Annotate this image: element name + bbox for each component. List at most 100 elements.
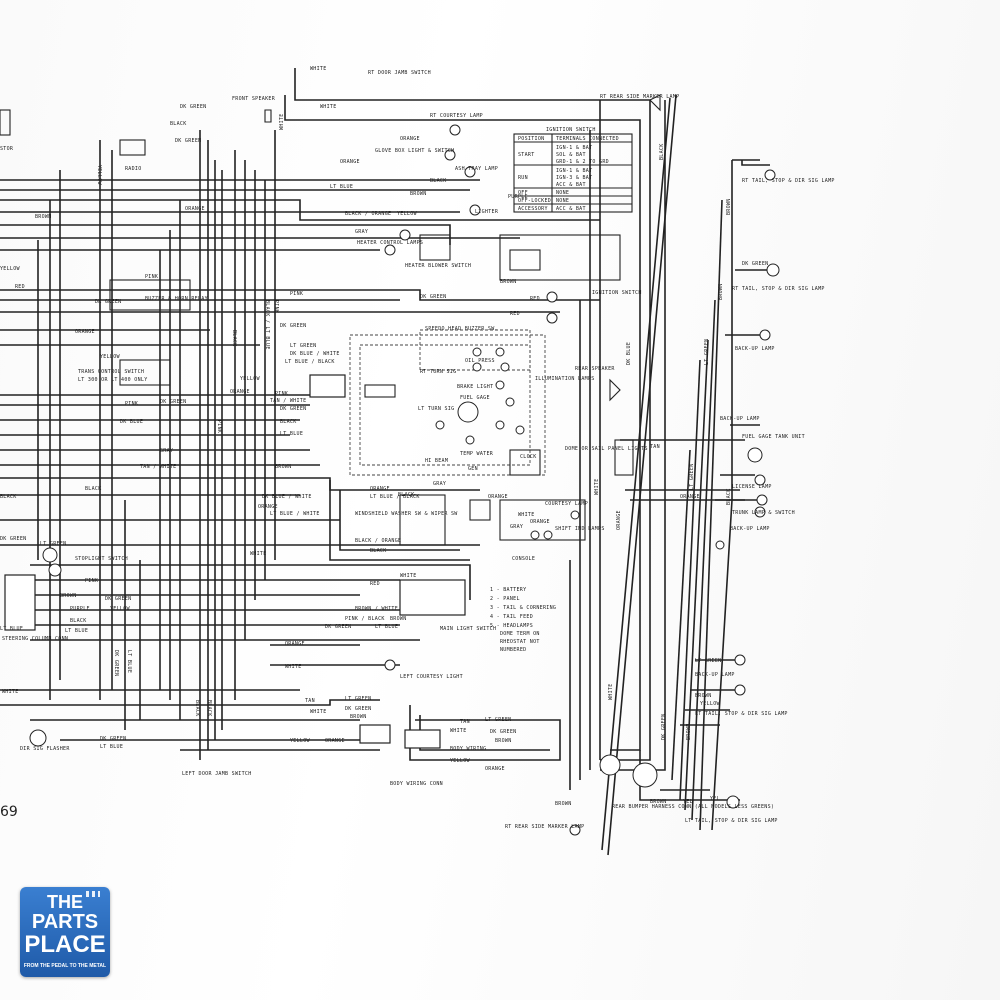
logo-line-3: PLACE bbox=[24, 931, 106, 958]
wire-label: LT BLUE / WHITE bbox=[270, 511, 320, 517]
wire-label: LT BLUE bbox=[330, 184, 353, 190]
label-lt-turn: LT TURN SIG bbox=[418, 406, 454, 412]
ignition-row-start: START bbox=[518, 152, 535, 158]
wire-label: LT BLUE / BLACK bbox=[370, 494, 420, 500]
legend-item: 3 - TAIL & CORNERING bbox=[490, 605, 556, 611]
logo-line-1: THE bbox=[47, 892, 83, 912]
wire-label: GRAY bbox=[355, 229, 368, 235]
wire-label: YELLOW bbox=[0, 266, 21, 272]
wire-label: DK GREEN bbox=[742, 261, 768, 267]
page-number: 69 bbox=[0, 804, 18, 820]
label-buzzer-relay: BUZZER & HORN RELAY bbox=[145, 296, 208, 302]
ignition-cell: GRD-1 & 2 TO GRD bbox=[556, 159, 609, 165]
wire-label: GRAY bbox=[160, 448, 173, 454]
label-back-up-3: BACK-UP LAMP bbox=[730, 526, 770, 532]
wire-label: ORANGE bbox=[230, 389, 250, 395]
wire-label: WHITE bbox=[518, 512, 535, 518]
wire-label: BLACK bbox=[430, 178, 447, 184]
label-courtesy-lamp: COURTESY LAMP bbox=[545, 501, 588, 507]
wire-label: ORANGE bbox=[530, 519, 550, 525]
legend-item: 2 - PANEL bbox=[490, 596, 520, 602]
wire-label: GRAY bbox=[433, 481, 446, 487]
wire-label: BROWN bbox=[495, 738, 512, 744]
wire-label: DK GREEN bbox=[113, 650, 119, 676]
wire-label: PINK bbox=[145, 274, 158, 280]
label-rt-tail: RT TAIL, STOP & DIR SIG LAMP bbox=[742, 178, 835, 184]
wire-label: TAN bbox=[460, 719, 470, 725]
ignition-cell: IGN-1 & BAT bbox=[556, 145, 592, 151]
wire-label: PINK bbox=[290, 291, 303, 297]
wire-label: LT BLUE bbox=[100, 744, 123, 750]
wire-label: LT GREEN bbox=[345, 696, 371, 702]
wire-label: GRAY bbox=[510, 524, 523, 530]
label-back-up-2: BACK-UP LAMP bbox=[720, 416, 760, 422]
wire-label: WHITE bbox=[320, 104, 337, 110]
label-rt-rear-side-top: RT REAR SIDE MARKER LAMP bbox=[600, 94, 679, 100]
wire-label: DK BLUE / WHITE bbox=[290, 351, 340, 357]
wire-label: WHITE bbox=[400, 573, 417, 579]
wire-label: YELLOW bbox=[240, 376, 261, 382]
wire-label: YELLOW bbox=[700, 701, 721, 707]
wire-label: BLACK bbox=[194, 700, 200, 717]
wire-label: WHITE bbox=[285, 664, 302, 670]
wire-label: LT BLUE bbox=[0, 626, 23, 632]
wire-label: BROWN bbox=[35, 214, 52, 220]
label-trans-control: TRANS CONTROL SWITCH bbox=[78, 369, 144, 375]
wire-label: YEL bbox=[683, 799, 693, 805]
wire-label: YELLOW bbox=[290, 738, 311, 744]
ignition-switch-table: IGNITION SWITCH POSITION TERMINALS CONNE… bbox=[513, 127, 633, 213]
wire-label: BROWN bbox=[555, 801, 572, 807]
instrument-cluster bbox=[349, 329, 546, 476]
wire-label: BLACK bbox=[280, 419, 297, 425]
the-parts-place-logo: THE PARTS PLACE FROM THE PEDAL TO THE ME… bbox=[20, 887, 110, 977]
legend-item: 1 - BATTERY bbox=[490, 587, 526, 593]
ignition-cell: IGN-3 & BAT bbox=[556, 175, 592, 181]
label-radio: RADIO bbox=[125, 166, 142, 172]
label-temp-water: TEMP WATER bbox=[460, 451, 494, 457]
wire-label: BROWN bbox=[60, 593, 77, 599]
label-clock: CLOCK bbox=[520, 454, 537, 460]
wire-labels: WHITE WHITE DK GREEN BLACK DK GREEN ORAN… bbox=[0, 66, 768, 807]
ignition-cell: NONE bbox=[556, 190, 569, 196]
wire-label: DK GREEN bbox=[160, 399, 186, 405]
main-harness-lines bbox=[0, 68, 745, 856]
wire-label: PINK bbox=[216, 420, 222, 433]
label-oil-pressure: OIL PRESS bbox=[465, 358, 495, 364]
wire-label: ORANGE bbox=[370, 486, 390, 492]
wire-label: TAN bbox=[305, 698, 315, 704]
wire-label: RED bbox=[530, 296, 540, 302]
rear-harness-lines bbox=[639, 159, 770, 831]
wire-label: BROWN bbox=[390, 616, 407, 622]
wire-label: DK GREEN bbox=[325, 624, 351, 630]
label-stoplight: STOPLIGHT SWITCH bbox=[75, 556, 128, 562]
label-rt-courtesy: RT COURTESY LAMP bbox=[430, 113, 483, 119]
wire-label: LT GREEN bbox=[290, 343, 316, 349]
wire-label: WHITE bbox=[310, 709, 327, 715]
wire-label: BLACK bbox=[231, 330, 237, 347]
wire-label: ORANGE bbox=[680, 494, 700, 500]
ignition-cell: NONE bbox=[556, 198, 569, 204]
wire-label: DK GREEN bbox=[100, 736, 126, 742]
label-dir-sig-flasher: DIR SIG FLASHER bbox=[20, 746, 70, 752]
wire-label: ORANGE bbox=[285, 641, 305, 647]
wire-label: LT GREEN bbox=[695, 658, 721, 664]
wire-label: BLACK bbox=[170, 121, 187, 127]
wire-label: BROWN bbox=[500, 279, 517, 285]
wire-label: BROWN bbox=[410, 191, 427, 197]
wire-label: ORANGE bbox=[485, 766, 505, 772]
wire-label: WHITE bbox=[450, 728, 467, 734]
wire-label: LT BLUE / BLACK bbox=[285, 359, 335, 365]
wire-label: TAN / WHITE bbox=[140, 464, 176, 470]
wire-label: ORANGE bbox=[488, 494, 508, 500]
vertical-wire-labels: YELLOW WHITE BLACK DK BLUE WHITE ORANGE … bbox=[96, 113, 732, 740]
wire-label: BROWN bbox=[726, 198, 732, 215]
ignition-cell: IGN-1 & BAT bbox=[556, 168, 592, 174]
label-brake-light: BRAKE LIGHT bbox=[457, 384, 493, 390]
wire-label: DK BLUE bbox=[626, 342, 632, 365]
wire-label: BROWN bbox=[350, 714, 367, 720]
label-stor: STOR bbox=[0, 146, 14, 152]
wire-label: WHITE bbox=[279, 113, 285, 130]
wire-label: PINK / BLACK bbox=[345, 616, 385, 622]
wire-label: YELLOW bbox=[100, 354, 121, 360]
wire-label: BLACK bbox=[0, 494, 17, 500]
